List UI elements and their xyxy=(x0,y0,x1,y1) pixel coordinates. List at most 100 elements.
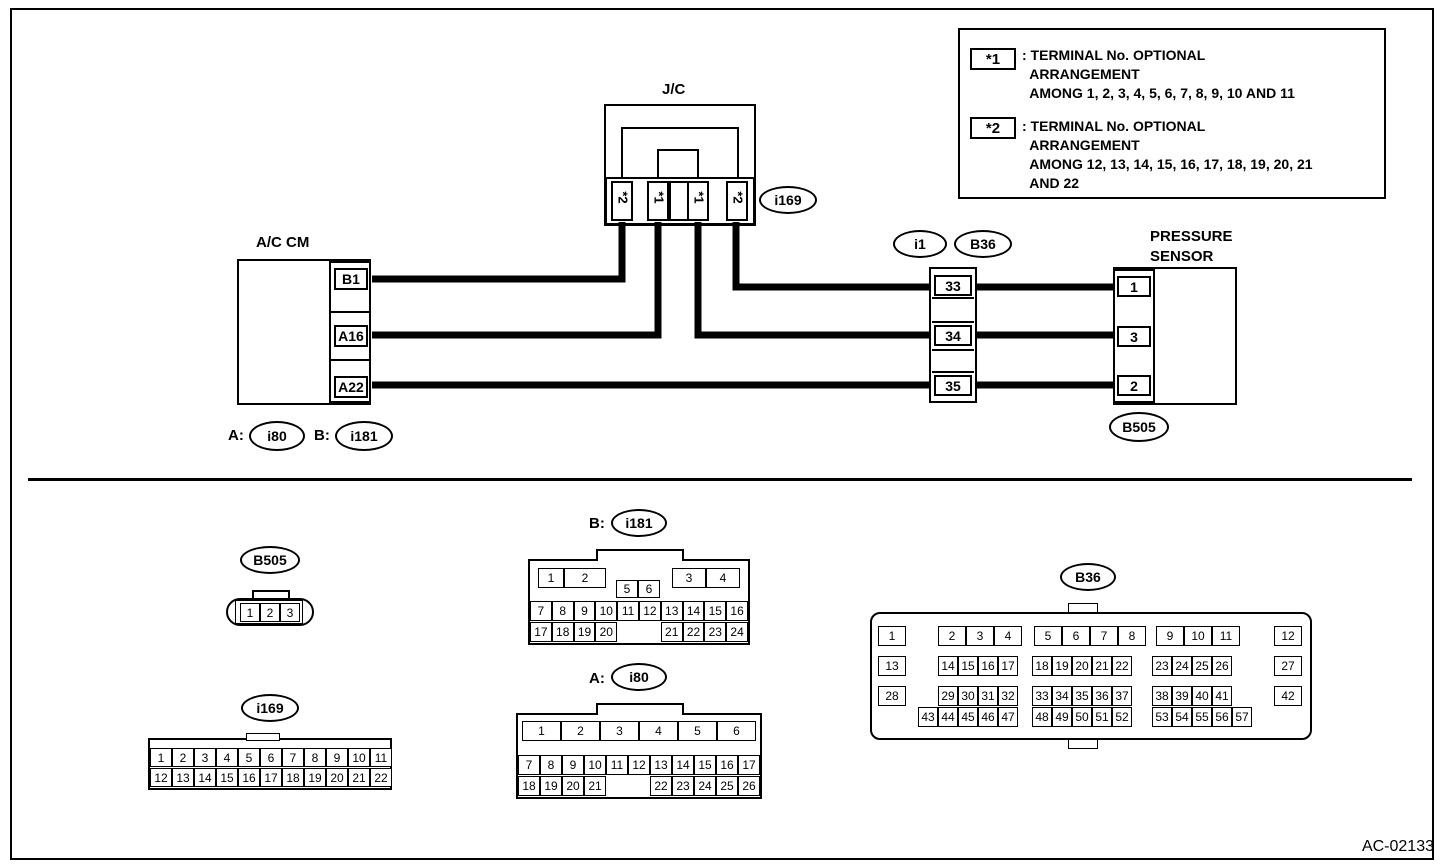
b36-pin-17: 17 xyxy=(998,656,1018,676)
b36-pin-15: 15 xyxy=(958,656,978,676)
i169-pin-22: 22 xyxy=(370,768,392,787)
document-code: AC-02133 xyxy=(1361,838,1434,855)
i181-pin-17: 17 xyxy=(530,622,552,642)
b36-pin-11: 11 xyxy=(1212,626,1240,646)
b36-pin-50: 50 xyxy=(1072,707,1092,727)
jc-latch xyxy=(657,149,699,179)
i181-pin-13: 13 xyxy=(660,601,683,621)
i169-pin-7: 7 xyxy=(282,748,304,767)
b36-pin-12: 12 xyxy=(1274,626,1302,646)
i80-pin-15: 15 xyxy=(694,755,716,775)
i181-pin-10: 10 xyxy=(595,601,618,621)
wire-a16 xyxy=(372,222,662,339)
view-label-i181: i181 xyxy=(611,509,667,537)
connector-id-b36: B36 xyxy=(954,230,1012,258)
i169-pin-10: 10 xyxy=(348,748,370,767)
b505-pin-1: 1 xyxy=(240,603,260,622)
i181-pin-12: 12 xyxy=(639,601,661,621)
connector-id-i1: i1 xyxy=(893,230,947,258)
b36-pin-40: 40 xyxy=(1192,686,1212,706)
b36-pin-39: 39 xyxy=(1172,686,1192,706)
b36-pin-55: 55 xyxy=(1192,707,1212,727)
ac-cm-terminal-a22: A22 xyxy=(334,376,368,398)
prefix-a: A: xyxy=(228,427,244,444)
i181-pin-21: 21 xyxy=(660,622,683,642)
i181-pin-2: 2 xyxy=(564,568,606,588)
i181-pin-5: 5 xyxy=(616,580,638,598)
ac-cm-terminal-b1: B1 xyxy=(334,268,368,290)
i169-pin-18: 18 xyxy=(282,768,304,787)
i80-pin-23: 23 xyxy=(672,776,694,796)
i80-pin-2: 2 xyxy=(561,721,600,741)
b36-pin-27: 27 xyxy=(1274,656,1302,676)
b36-pin-16: 16 xyxy=(978,656,998,676)
section-divider xyxy=(28,478,1412,481)
i80-pin-16: 16 xyxy=(716,755,738,775)
connector-id-i80: i80 xyxy=(249,421,305,451)
b36-pin-38: 38 xyxy=(1152,686,1172,706)
i169-pin-2: 2 xyxy=(172,748,194,767)
i80-pin-26: 26 xyxy=(738,776,760,796)
b36-pin-43: 43 xyxy=(918,707,938,727)
b36-pin-2: 2 xyxy=(938,626,966,646)
sensor-terminal-3: 3 xyxy=(1117,326,1151,347)
i80-pin-6: 6 xyxy=(717,721,756,741)
b36-pin-8: 8 xyxy=(1118,626,1146,646)
i80-pin-21: 21 xyxy=(584,776,606,796)
b36-pin-25: 25 xyxy=(1192,656,1212,676)
b36-pin-44: 44 xyxy=(938,707,958,727)
joint-terminal-33: 33 xyxy=(934,275,972,296)
legend-box: *1 : TERMINAL No. OPTIONAL ARRANGEMENT A… xyxy=(958,28,1386,199)
b36-pin-13: 13 xyxy=(878,656,906,676)
i181-pin-11: 11 xyxy=(617,601,639,621)
i169-pin-1: 1 xyxy=(150,748,172,767)
b36-pin-45: 45 xyxy=(958,707,978,727)
i181-pin-7: 7 xyxy=(530,601,552,621)
ac-cm-terminal-a16: A16 xyxy=(334,325,368,347)
i80-pin-13: 13 xyxy=(650,755,672,775)
i80-pin-1: 1 xyxy=(522,721,561,741)
i80-pin-8: 8 xyxy=(540,755,562,775)
b36-pin-54: 54 xyxy=(1172,707,1192,727)
i181-pin-8: 8 xyxy=(551,601,574,621)
i169-pin-4: 4 xyxy=(216,748,238,767)
jc-terminal-block xyxy=(605,177,755,225)
wire-34 xyxy=(694,222,930,339)
pressure-sensor-label-1: PRESSURE xyxy=(1150,228,1233,245)
joint-terminal-34: 34 xyxy=(934,325,972,346)
b36-pin-6: 6 xyxy=(1062,626,1090,646)
b36-pin-3: 3 xyxy=(966,626,994,646)
i169-pin-17: 17 xyxy=(260,768,282,787)
b36-pin-36: 36 xyxy=(1092,686,1112,706)
i169-pin-16: 16 xyxy=(238,768,260,787)
i169-pin-20: 20 xyxy=(326,768,348,787)
b36-pin-14: 14 xyxy=(938,656,958,676)
i80-pin-12: 12 xyxy=(628,755,650,775)
b36-pin-21: 21 xyxy=(1092,656,1112,676)
i169-pin-21: 21 xyxy=(348,768,370,787)
b36-pin-10: 10 xyxy=(1184,626,1212,646)
jc-terminal-1: *2 xyxy=(615,191,631,204)
b36-pin-4: 4 xyxy=(994,626,1022,646)
view-label-i80: i80 xyxy=(611,663,667,691)
b36-pin-53: 53 xyxy=(1152,707,1172,727)
sensor-terminal-1: 1 xyxy=(1117,276,1151,297)
view-prefix-a: A: xyxy=(589,670,605,687)
i80-pin-3: 3 xyxy=(600,721,639,741)
i80-pin-14: 14 xyxy=(672,755,694,775)
i80-pin-20: 20 xyxy=(562,776,584,796)
i80-pin-18: 18 xyxy=(518,776,540,796)
b36-pin-41: 41 xyxy=(1212,686,1232,706)
b36-pin-22: 22 xyxy=(1112,656,1132,676)
i80-pin-10: 10 xyxy=(584,755,606,775)
prefix-b: B: xyxy=(314,427,330,444)
view-label-b505: B505 xyxy=(240,546,300,574)
b36-pin-48: 48 xyxy=(1032,707,1052,727)
b36-pin-46: 46 xyxy=(978,707,998,727)
sensor-terminal-2: 2 xyxy=(1117,375,1151,396)
i80-pin-9: 9 xyxy=(562,755,584,775)
i169-pin-5: 5 xyxy=(238,748,260,767)
connector-id-i169: i169 xyxy=(759,186,817,214)
jc-terminal-3: *1 xyxy=(691,191,707,204)
i169-pin-6: 6 xyxy=(260,748,282,767)
